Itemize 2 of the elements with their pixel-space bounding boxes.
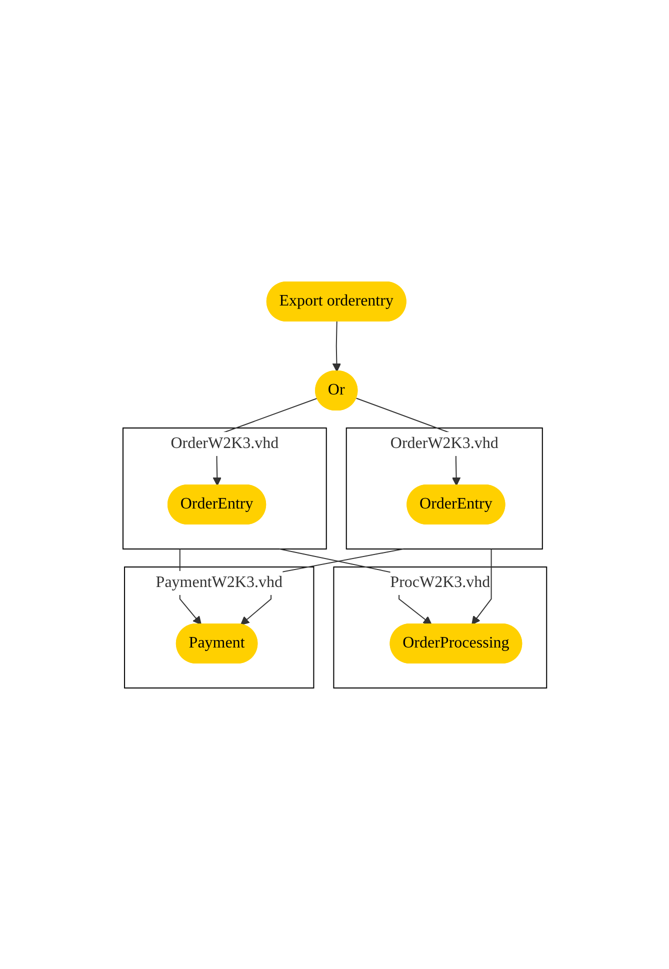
arrow	[471, 548, 492, 624]
arrow	[332, 320, 341, 372]
